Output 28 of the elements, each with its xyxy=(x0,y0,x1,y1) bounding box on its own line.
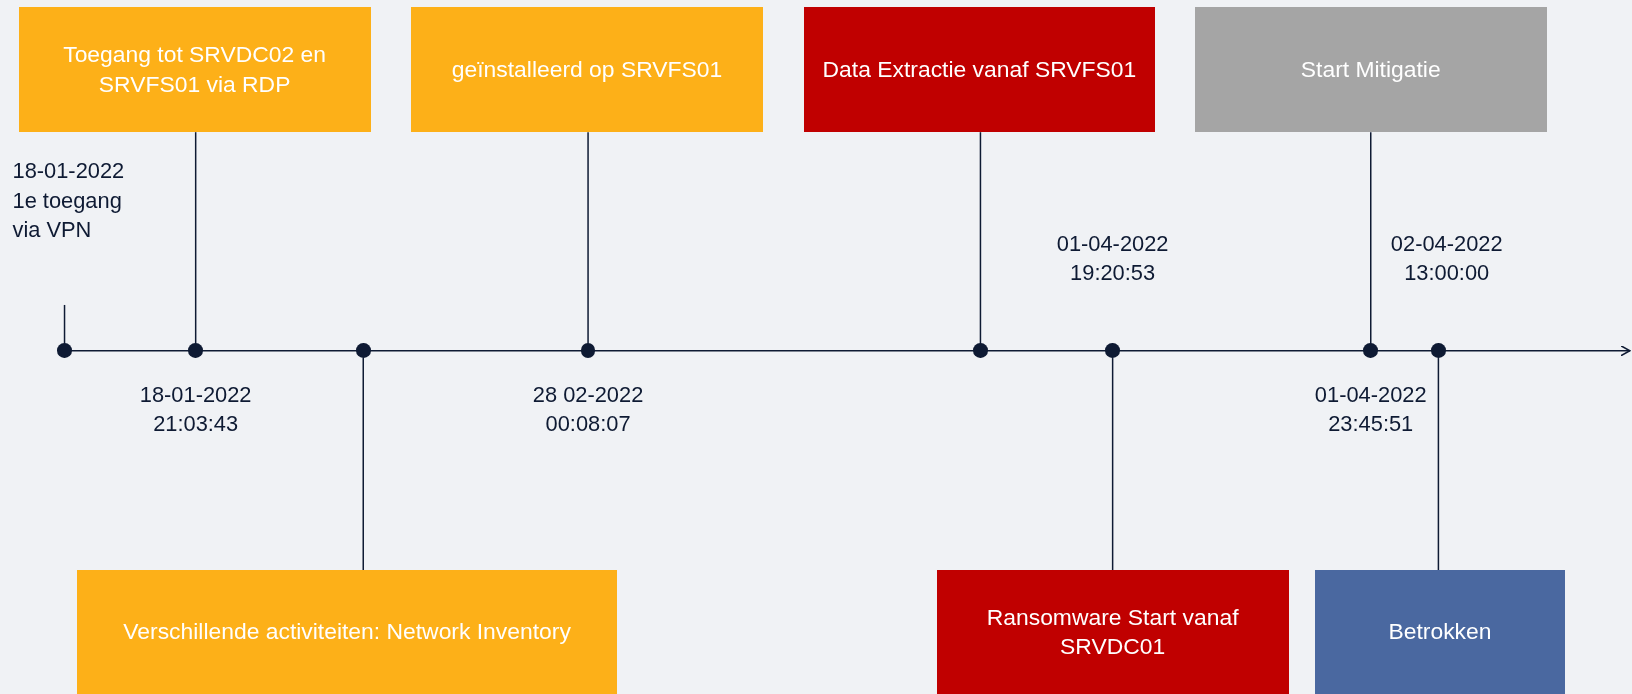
date-label: 18-01-2022 21:03:43 xyxy=(138,380,253,439)
event-box: geïnstalleerd op SRVFS01 xyxy=(411,7,763,133)
connector-line xyxy=(362,357,364,572)
date-label: 01-04-2022 23:45:51 xyxy=(1313,380,1428,439)
date-label: 18-01-2022 1e toegang via VPN xyxy=(12,157,126,245)
connector-line xyxy=(979,131,982,345)
event-box: Betrokken xyxy=(1314,570,1566,694)
timeline-dot xyxy=(973,343,988,359)
timeline-dot xyxy=(1105,343,1120,359)
connector-line xyxy=(1437,357,1440,572)
timeline-dot xyxy=(580,343,596,359)
timeline-dot xyxy=(188,343,203,359)
event-box: Toegang tot SRVDC02 en SRVFS01 via RDP xyxy=(18,7,371,133)
date-label: 01-04-2022 19:20:53 xyxy=(1055,229,1170,288)
event-box: Verschillende activiteiten: Network Inventory xyxy=(77,570,618,694)
event-box: Start Mitigatie xyxy=(1194,7,1547,133)
connector-line xyxy=(1370,131,1372,345)
connector-line xyxy=(194,131,197,345)
timeline-dot xyxy=(1363,343,1379,359)
event-box: Ransomware Start vanaf SRVDC01 xyxy=(936,570,1289,694)
date-label: 02-04-2022 13:00:00 xyxy=(1389,229,1504,288)
timeline-dot xyxy=(1431,343,1446,359)
date-label: 28 02-2022 00:08:07 xyxy=(531,380,645,439)
event-box: Data Extractie vanaf SRVFS01 xyxy=(803,7,1156,133)
connector-line xyxy=(1111,357,1114,572)
connector-line xyxy=(587,131,589,345)
timeline-dot xyxy=(57,343,72,359)
timeline-dot xyxy=(355,343,371,359)
